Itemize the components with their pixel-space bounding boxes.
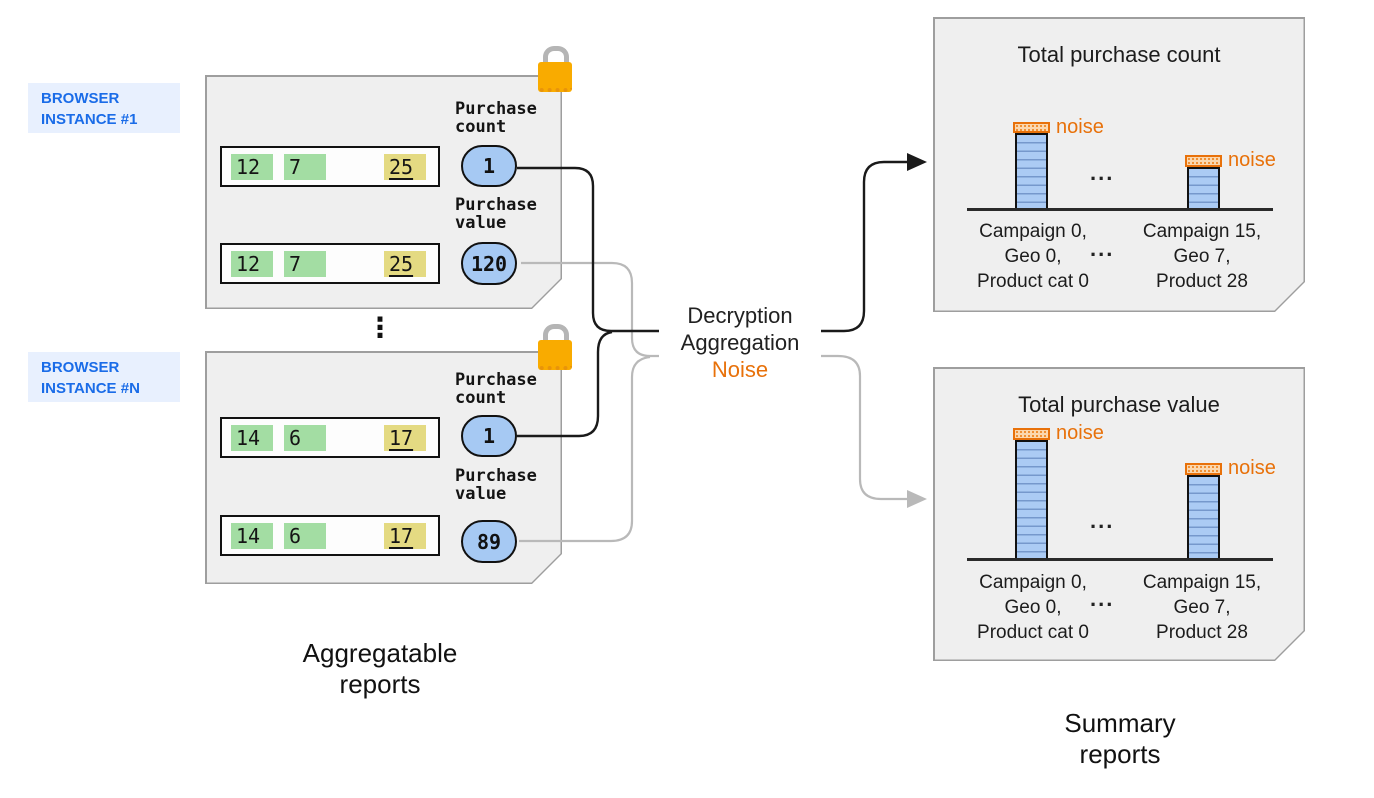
summary-card-count xyxy=(933,17,1305,312)
noise-segment xyxy=(1185,463,1222,475)
browser-instance-n-label: BROWSER INSTANCE #N xyxy=(28,352,180,402)
x-tick-label: Campaign 15, Geo 7, Product 28 xyxy=(1142,221,1262,292)
bucket-chip-highlight: 25 xyxy=(384,250,426,277)
histogram-row: 14 6 17 xyxy=(220,515,440,556)
chart-title-value: Total purchase value xyxy=(1018,392,1220,417)
bucket-chip-highlight: 17 xyxy=(384,522,426,549)
bucket-chip: 14 xyxy=(231,424,273,451)
purchase-count-value: 1 xyxy=(461,415,517,457)
bucket-chip: 12 xyxy=(231,153,273,180)
lock-icon xyxy=(538,62,572,92)
bar-count-campaign15 xyxy=(1185,155,1222,210)
bar-value-campaign0 xyxy=(1013,428,1050,560)
bucket-chip: 7 xyxy=(284,153,326,180)
x-tick-label: Campaign 0, Geo 0, Product cat 0 xyxy=(977,572,1089,643)
bucket-chip-highlight: 17 xyxy=(384,424,426,451)
bar-segment xyxy=(1015,440,1048,560)
browser-instance-1-label: BROWSER INSTANCE #1 xyxy=(28,83,180,133)
aggregation-process-label: Decryption Aggregation Noise xyxy=(645,302,835,383)
bucket-chip-highlight: 25 xyxy=(384,153,426,180)
lock-icon xyxy=(538,340,572,370)
noise-segment xyxy=(1185,155,1222,167)
bars-ellipsis: ... xyxy=(1090,160,1115,185)
summary-reports-caption: Summary reports xyxy=(1064,708,1176,769)
bucket-chip: 7 xyxy=(284,250,326,277)
purchase-count-label: Purchase count xyxy=(455,99,537,137)
noise-label: noise xyxy=(1056,422,1104,444)
process-decryption: Decryption xyxy=(687,303,793,328)
bar-count-campaign0 xyxy=(1013,122,1050,210)
histogram-row: 12 7 25 xyxy=(220,146,440,187)
bar-segment xyxy=(1015,133,1048,210)
noise-segment xyxy=(1013,122,1050,133)
labels-ellipsis: ... xyxy=(1090,236,1115,261)
noise-label: noise xyxy=(1228,457,1276,479)
summary-card-value xyxy=(933,367,1305,661)
histogram-row: 12 7 25 xyxy=(220,243,440,284)
lock-shackle-icon xyxy=(543,46,569,66)
bars-ellipsis: ... xyxy=(1090,508,1115,533)
vertical-ellipsis: ⋮ xyxy=(366,311,394,344)
x-tick-label: Campaign 0, Geo 0, Product cat 0 xyxy=(977,221,1089,292)
bar-segment xyxy=(1187,475,1220,560)
purchase-value-label: Purchase value xyxy=(455,466,537,504)
x-axis xyxy=(967,558,1273,561)
purchase-count-value: 1 xyxy=(461,145,517,187)
noise-label: noise xyxy=(1056,116,1104,138)
aggregatable-reports-caption: Aggregatable reports xyxy=(302,638,458,699)
arrow-black-icon xyxy=(907,153,927,171)
x-axis xyxy=(967,208,1273,211)
labels-ellipsis: ... xyxy=(1090,586,1115,611)
noise-label: noise xyxy=(1228,149,1276,171)
bar-value-campaign15 xyxy=(1185,463,1222,560)
x-tick-label: Campaign 15, Geo 7, Product 28 xyxy=(1142,572,1262,643)
bucket-chip: 6 xyxy=(284,522,326,549)
bucket-chip: 6 xyxy=(284,424,326,451)
bar-segment xyxy=(1187,167,1220,210)
chart-title-count: Total purchase count xyxy=(1017,42,1221,67)
purchase-value-label: Purchase value xyxy=(455,195,537,233)
bucket-chip: 14 xyxy=(231,522,273,549)
process-noise: Noise xyxy=(711,357,769,382)
histogram-row: 14 6 17 xyxy=(220,417,440,458)
bucket-chip: 12 xyxy=(231,250,273,277)
noise-segment xyxy=(1013,428,1050,440)
purchase-value-value: 89 xyxy=(461,520,517,563)
arrow-gray-icon xyxy=(907,490,927,508)
process-aggregation: Aggregation xyxy=(680,330,800,355)
purchase-count-label: Purchase count xyxy=(455,370,537,408)
purchase-value-value: 120 xyxy=(461,242,517,285)
